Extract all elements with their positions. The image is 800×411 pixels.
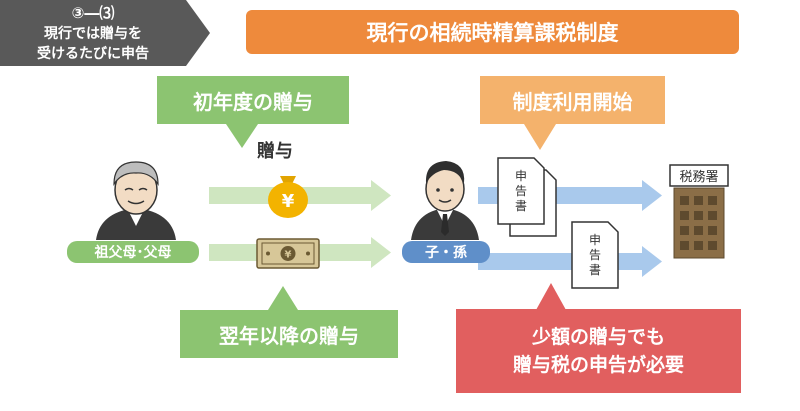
gift-label: 贈与 <box>257 141 293 162</box>
money-bag-icon: ¥ <box>268 176 308 218</box>
following-years-gift-callout: 翌年以降の贈与 <box>180 310 398 358</box>
child-icon <box>411 161 479 240</box>
section-number: ③―⑶ <box>71 4 115 22</box>
filing-required-callout-pointer <box>536 283 566 310</box>
filing-required-callout: 少額の贈与でも 贈与税の申告が必要 <box>456 309 741 393</box>
system-start-callout: 制度利用開始 <box>480 76 665 124</box>
document-label-2-char-3: 書 <box>589 263 601 277</box>
document-label-2-char-2: 告 <box>589 248 601 262</box>
section-title-line1: 現行では贈与を <box>44 26 142 42</box>
tax-return-document-icon: 申 告 書 <box>571 221 619 289</box>
filing-required-line1: 少額の贈与でも <box>531 326 665 348</box>
document-label-1-char-2: 告 <box>515 184 527 198</box>
following-years-callout-pointer <box>268 286 298 310</box>
banknote-icon: ¥ <box>256 238 320 269</box>
document-label-1-char-1: 申 <box>515 169 527 183</box>
page-title: 現行の相続時精算課税制度 <box>246 10 739 54</box>
first-year-callout-pointer <box>226 124 258 148</box>
following-year-filing-arrow <box>478 246 662 277</box>
document-label-2-char-1: 申 <box>589 233 601 247</box>
system-start-callout-pointer <box>524 124 556 150</box>
yen-symbol: ¥ <box>285 250 292 261</box>
document-label-1-char-3: 書 <box>515 199 527 213</box>
tax-office-building-icon: 税務署 <box>669 164 729 259</box>
section-title-line2: 受けるたびに申告 <box>37 46 149 62</box>
filing-required-line2: 贈与税の申告が必要 <box>512 354 684 376</box>
tax-return-documents-icon: 申 告 書 <box>497 157 557 237</box>
yen-symbol: ¥ <box>282 191 295 212</box>
grandparent-icon <box>96 161 176 240</box>
first-year-gift-callout: 初年度の贈与 <box>157 76 349 124</box>
grandparent-label: 祖父母･父母 <box>67 241 199 263</box>
tax-office-label: 税務署 <box>679 170 718 185</box>
child-label: 子・孫 <box>402 241 490 263</box>
section-badge: ③―⑶ 現行では贈与を 受けるたびに申告 <box>0 0 210 66</box>
